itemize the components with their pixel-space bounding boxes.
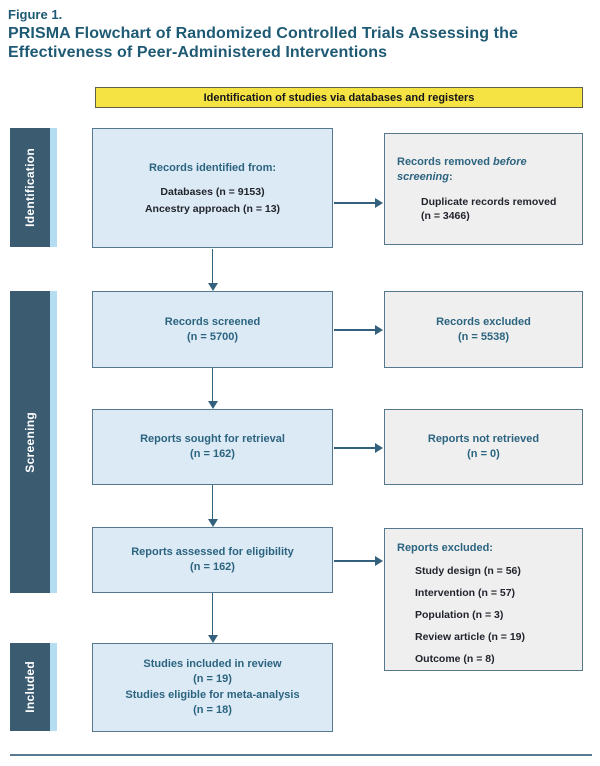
arrow-identified-to-screened (211, 249, 213, 283)
records-removed-heading-prefix: Records removed (397, 156, 493, 168)
box-reports-assessed: Reports assessed for eligibility (n = 16… (92, 527, 333, 593)
box-reports-not-retrieved: Reports not retrieved (n = 0) (384, 409, 583, 485)
records-screened-count: (n = 5700) (186, 330, 239, 343)
box-records-removed: Records removed before screening: Duplic… (384, 133, 583, 245)
stage-included-label: Included (23, 661, 37, 713)
arrow-screened-to-excluded (334, 329, 376, 331)
studies-included-line4: (n = 18) (193, 704, 232, 716)
arrowhead-screened-to-sought (207, 401, 218, 409)
stage-included-strip (50, 643, 57, 731)
arrowhead-identified-to-removed (375, 198, 383, 208)
arrowhead-sought-to-not-retrieved (375, 443, 383, 453)
records-identified-item-databases: Databases (n = 9153) (160, 185, 265, 198)
records-excluded-count: (n = 5538) (457, 330, 510, 343)
stage-identification-label: Identification (23, 148, 37, 227)
reports-excluded-item-review-article: Review article (n = 19) (415, 631, 526, 643)
records-removed-item: Duplicate records removed (n = 3466) (421, 196, 557, 222)
stage-screening-label: Screening (23, 411, 37, 473)
box-reports-sought: Reports sought for retrieval (n = 162) (92, 409, 333, 485)
arrow-identified-to-removed (334, 202, 376, 204)
reports-excluded-item-study-design: Study design (n = 56) (415, 565, 521, 577)
stage-included: Included (10, 643, 50, 731)
records-removed-heading-suffix: : (448, 171, 453, 183)
reports-not-retrieved-label: Reports not retrieved (427, 433, 540, 445)
studies-included-line1: Studies included in review (143, 657, 282, 670)
reports-excluded-heading: Reports excluded: (397, 542, 493, 554)
bottom-divider (10, 754, 592, 756)
reports-assessed-count: (n = 162) (190, 561, 235, 573)
reports-excluded-item-intervention: Intervention (n = 57) (415, 587, 516, 599)
banner-label: Identification of studies via databases … (203, 91, 475, 104)
arrowhead-assessed-to-reports-excluded (375, 556, 383, 566)
arrowhead-identified-to-screened (207, 283, 218, 291)
stage-screening-strip (50, 291, 57, 593)
stage-screening: Screening (10, 291, 50, 593)
reports-excluded-item-population: Population (n = 3) (415, 609, 504, 621)
stage-identification: Identification (10, 128, 50, 247)
arrowhead-screened-to-excluded (375, 325, 383, 335)
records-excluded-label: Records excluded (436, 315, 531, 328)
page-title: PRISMA Flowchart of Randomized Controlle… (8, 25, 518, 61)
reports-excluded-item-outcome: Outcome (n = 8) (415, 653, 495, 665)
reports-sought-label: Reports sought for retrieval (140, 433, 285, 445)
studies-included-line2: (n = 19) (193, 673, 232, 685)
records-identified-heading: Records identified from: (148, 161, 277, 174)
box-records-screened: Records screened (n = 5700) (92, 291, 333, 368)
box-studies-included: Studies included in review (n = 19) Stud… (92, 643, 333, 732)
arrowhead-assessed-to-included (207, 635, 218, 643)
arrow-assessed-to-reports-excluded (334, 560, 376, 562)
reports-sought-count: (n = 162) (190, 448, 235, 460)
records-identified-item-ancestry: Ancestry approach (n = 13) (144, 202, 281, 215)
arrowhead-sought-to-assessed (207, 519, 218, 527)
reports-assessed-label: Reports assessed for eligibility (131, 546, 294, 558)
box-records-identified: Records identified from: Databases (n = … (92, 128, 333, 248)
stage-identification-strip (50, 128, 57, 247)
arrow-assessed-to-included (211, 593, 213, 635)
box-reports-excluded: Reports excluded: Study design (n = 56) … (384, 528, 583, 671)
arrow-sought-to-assessed (211, 485, 213, 519)
reports-not-retrieved-count: (n = 0) (467, 448, 500, 460)
records-removed-heading-italic: before screening (397, 156, 527, 183)
arrow-screened-to-sought (211, 368, 213, 401)
records-removed-heading: Records removed before screening: (397, 155, 570, 185)
figure-label: Figure 1. (8, 7, 63, 22)
studies-included-line3: Studies eligible for meta-analysis (125, 688, 300, 701)
arrow-sought-to-not-retrieved (334, 447, 376, 449)
identification-banner: Identification of studies via databases … (95, 87, 583, 108)
box-records-excluded: Records excluded (n = 5538) (384, 291, 583, 368)
records-screened-label: Records screened (164, 315, 261, 328)
